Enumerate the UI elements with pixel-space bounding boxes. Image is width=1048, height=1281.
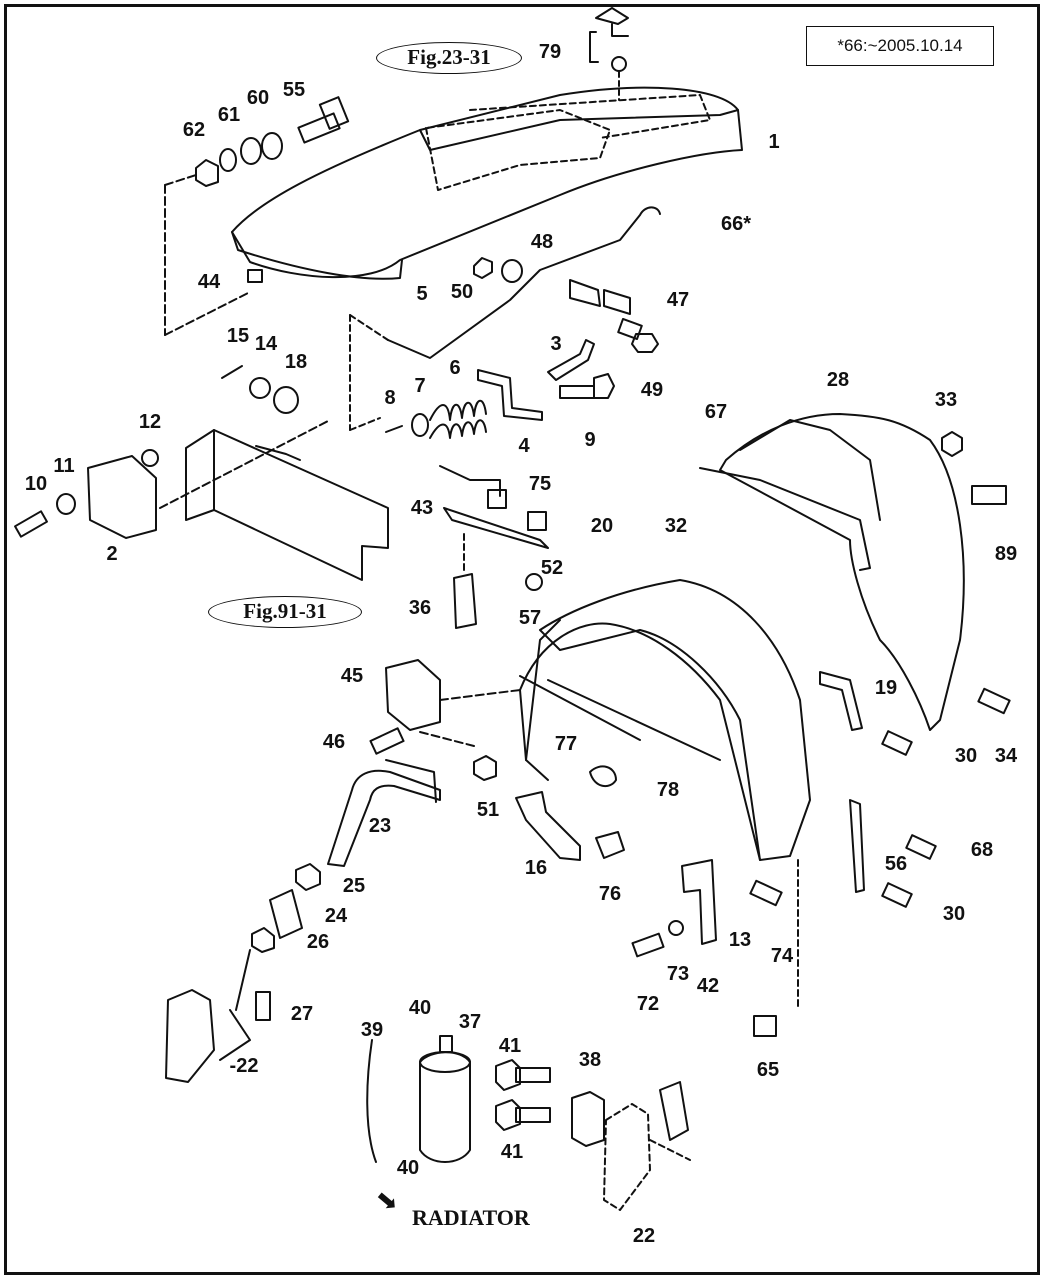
callout-7: 7 xyxy=(414,375,426,397)
callout-27: 27 xyxy=(290,1003,314,1025)
fig-ref-23-31[interactable]: Fig.23-31 xyxy=(376,42,522,74)
callout-26: 26 xyxy=(306,931,330,953)
callout-77: 77 xyxy=(554,733,578,755)
callout-18: 18 xyxy=(284,351,308,373)
callout-56: 56 xyxy=(884,853,908,875)
fig-ref-91-31[interactable]: Fig.91-31 xyxy=(208,596,362,628)
callout-50: 50 xyxy=(450,281,474,303)
callout-3: 3 xyxy=(550,333,562,355)
callout-37: 37 xyxy=(458,1011,482,1033)
callout-73: 73 xyxy=(666,963,690,985)
date-note: *66:~2005.10.14 xyxy=(806,26,994,66)
callout-5: 5 xyxy=(416,283,428,305)
callout-57: 57 xyxy=(518,607,542,629)
callout-52: 52 xyxy=(540,557,564,579)
callout-40-top: 40 xyxy=(408,997,432,1019)
callout-25: 25 xyxy=(342,875,366,897)
callout-45: 45 xyxy=(340,665,364,687)
callout-20: 20 xyxy=(590,515,614,537)
callout-22-right: 22 xyxy=(632,1225,656,1247)
callout-43: 43 xyxy=(410,497,434,519)
callout-36: 36 xyxy=(408,597,432,619)
drawing-frame xyxy=(4,4,1040,1275)
callout-46: 46 xyxy=(322,731,346,753)
callout-23: 23 xyxy=(368,815,392,837)
callout-4: 4 xyxy=(518,435,530,457)
callout-41-top: 41 xyxy=(498,1035,522,1057)
callout-72: 72 xyxy=(636,993,660,1015)
callout-78: 78 xyxy=(656,779,680,801)
side-fender xyxy=(539,579,811,861)
callout-28: 28 xyxy=(826,369,850,391)
callout-51: 51 xyxy=(476,799,500,821)
callout-42: 42 xyxy=(696,975,720,997)
callout-62: 62 xyxy=(182,119,206,141)
callout-65: 65 xyxy=(756,1059,780,1081)
callout-39: 39 xyxy=(360,1019,384,1041)
callout-38: 38 xyxy=(578,1049,602,1071)
callout-16: 16 xyxy=(524,857,548,879)
callout-55: 55 xyxy=(282,79,306,101)
callout-6: 6 xyxy=(449,357,461,379)
callout-66: 66* xyxy=(720,213,752,235)
callout-2: 2 xyxy=(106,543,118,565)
callout-40-bottom: 40 xyxy=(396,1157,420,1179)
callout-68: 68 xyxy=(970,839,994,861)
callout-9: 9 xyxy=(584,429,596,451)
callout-8: 8 xyxy=(384,387,396,409)
callout-15: 15 xyxy=(226,325,250,347)
callout-30: 30 xyxy=(954,745,978,767)
callout-32: 32 xyxy=(664,515,688,537)
callout-24: 24 xyxy=(324,905,348,927)
callout-47: 47 xyxy=(666,289,690,311)
callout-10: 10 xyxy=(24,473,48,495)
callout-12: 12 xyxy=(138,411,162,433)
callout-30b: 30 xyxy=(942,903,966,925)
callout-74: 74 xyxy=(770,945,794,967)
fender-panel xyxy=(719,413,965,731)
callout-48: 48 xyxy=(530,231,554,253)
callout-22-left: -22 xyxy=(229,1055,259,1077)
callout-1: 1 xyxy=(768,131,780,153)
callout-41-bottom: 41 xyxy=(500,1141,524,1163)
callout-14: 14 xyxy=(254,333,278,355)
callout-44: 44 xyxy=(197,271,221,293)
callout-79: 79 xyxy=(538,41,562,63)
callout-75: 75 xyxy=(528,473,552,495)
callout-11: 11 xyxy=(53,455,75,477)
callout-49: 49 xyxy=(640,379,664,401)
callout-61: 61 xyxy=(217,104,241,126)
callout-76: 76 xyxy=(598,883,622,905)
callout-19: 19 xyxy=(874,677,898,699)
callout-34: 34 xyxy=(994,745,1018,767)
callout-13: 13 xyxy=(728,929,752,951)
callout-60: 60 xyxy=(246,87,270,109)
callout-89: 89 xyxy=(994,543,1018,565)
callout-33: 33 xyxy=(934,389,958,411)
radiator-label: RADIATOR xyxy=(412,1205,530,1230)
callout-67: 67 xyxy=(704,401,728,423)
